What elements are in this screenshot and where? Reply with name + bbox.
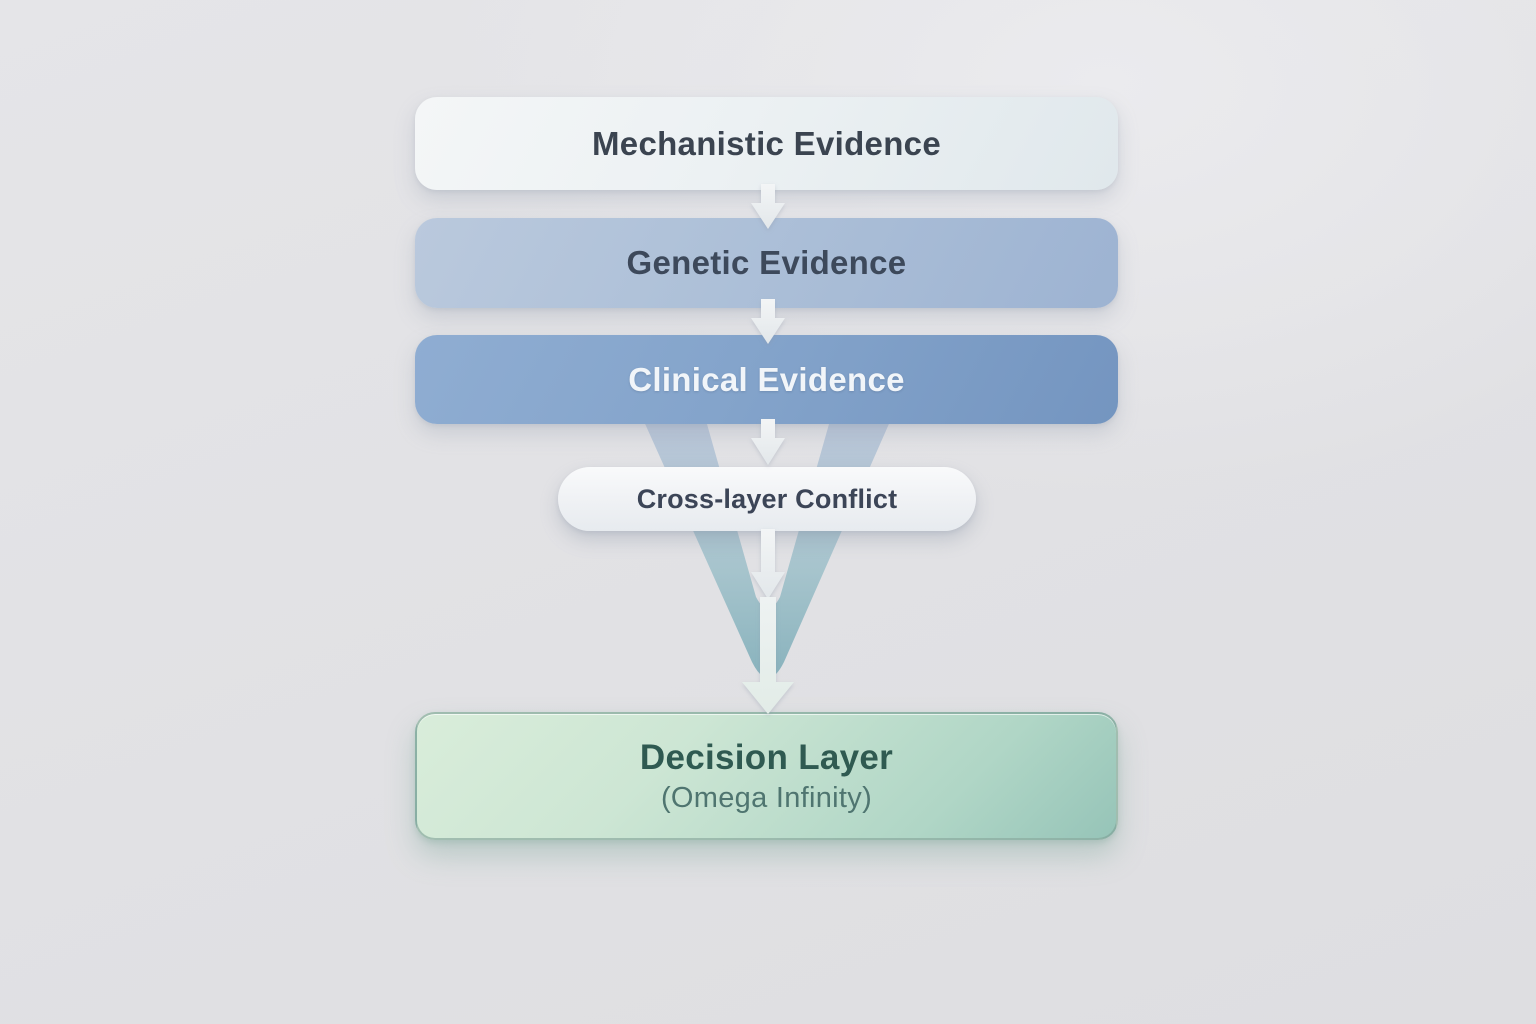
node-mechanistic-evidence: Mechanistic Evidence — [415, 97, 1118, 190]
decision-subtitle: (Omega Infinity) — [660, 781, 873, 814]
node-label: Cross-layer Conflict — [636, 483, 898, 514]
decision-title: Decision Layer — [639, 737, 894, 777]
node-label: Genetic Evidence — [626, 244, 907, 281]
node-clinical-evidence: Clinical Evidence — [415, 335, 1118, 424]
node-cross-layer-conflict: Cross-layer Conflict — [558, 467, 976, 531]
node-label: Clinical Evidence — [628, 360, 905, 398]
node-decision-layer: Decision Layer (Omega Infinity) — [415, 712, 1118, 840]
node-genetic-evidence: Genetic Evidence — [415, 218, 1118, 308]
node-label: Mechanistic Evidence — [592, 124, 941, 162]
